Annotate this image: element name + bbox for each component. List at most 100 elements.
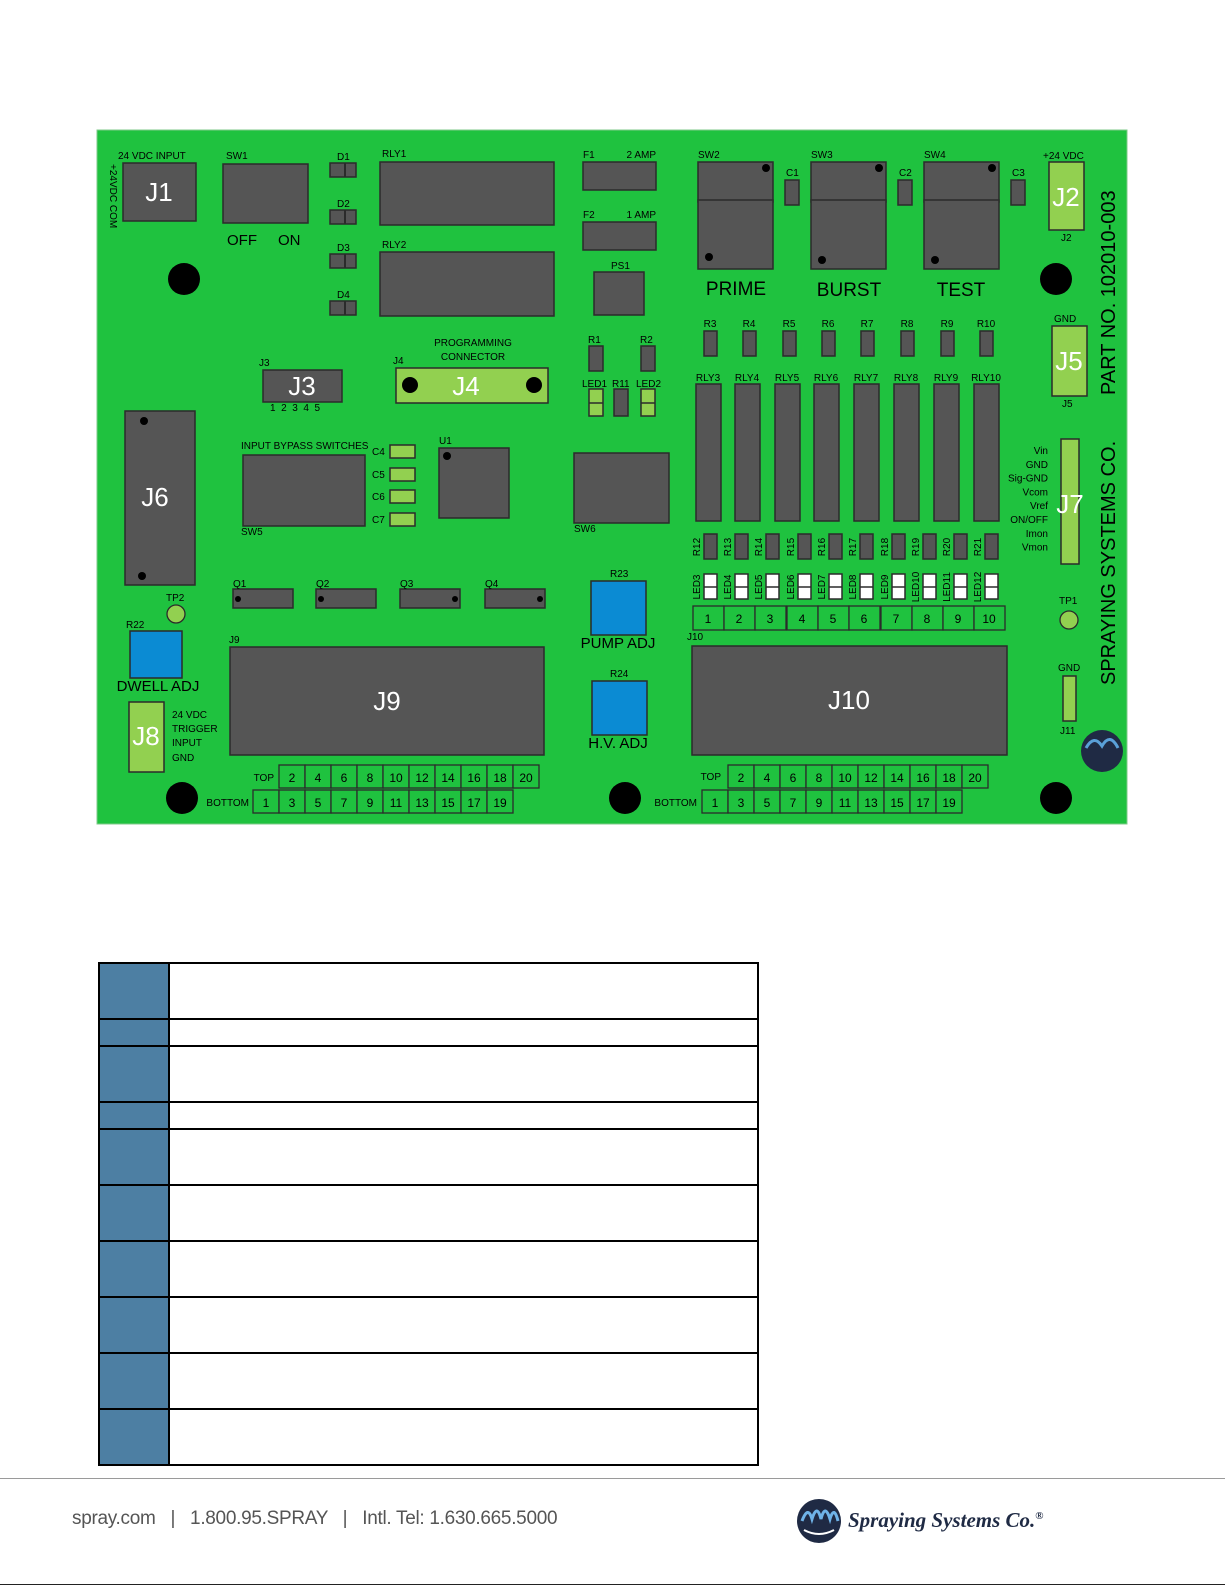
resistor-label: R15 bbox=[786, 537, 797, 556]
j7-pin-label: Vmon bbox=[1022, 543, 1048, 554]
mounting-hole bbox=[1040, 263, 1072, 295]
terminal-top: 14 bbox=[434, 764, 462, 789]
f2-label: F2 bbox=[583, 210, 595, 221]
terminal-number: 12 bbox=[864, 771, 878, 785]
j1-label: J1 bbox=[145, 177, 172, 207]
footer-website[interactable]: spray.com bbox=[72, 1508, 156, 1529]
resistor-top: R9 bbox=[940, 319, 955, 357]
j6-connector: J6 bbox=[124, 410, 196, 586]
j1-connector: J1 24 VDC INPUT +24VDC COM bbox=[107, 151, 197, 228]
legend-row bbox=[98, 1128, 759, 1186]
led1-label: LED1 bbox=[582, 379, 607, 390]
strip-number: 3 bbox=[767, 612, 774, 626]
j8-label: J8 bbox=[132, 721, 159, 751]
resistor-top: R4 bbox=[742, 319, 757, 357]
legend-key-cell bbox=[98, 1045, 170, 1103]
r1-label: R1 bbox=[588, 335, 601, 346]
terminal-number: 4 bbox=[315, 771, 322, 785]
switch-sw2: SW2 PRIME C1 bbox=[697, 150, 800, 300]
terminal-top: 6 bbox=[330, 764, 358, 789]
led: LED11 bbox=[942, 572, 968, 602]
j7-pin-label: Vin bbox=[1034, 446, 1048, 457]
capacitor-label: C7 bbox=[372, 515, 385, 526]
diode-label: D2 bbox=[337, 199, 350, 210]
strip-cell: 2 bbox=[723, 605, 756, 631]
sw6-switch: SW6 bbox=[573, 452, 670, 535]
legend-key-cell bbox=[98, 1018, 170, 1047]
terminal-bottom: 19 bbox=[486, 789, 514, 814]
diode-d2: D2 bbox=[329, 199, 357, 225]
r23-name: PUMP ADJ bbox=[581, 635, 656, 652]
transistor-label: Q2 bbox=[316, 579, 330, 590]
terminal-bottom: 9 bbox=[805, 789, 833, 814]
j7-pin-label: Vref bbox=[1030, 501, 1048, 512]
spraying-systems-logo-icon bbox=[797, 1499, 841, 1543]
terminal-number: 8 bbox=[816, 771, 823, 785]
resistor-label: R8 bbox=[901, 319, 914, 330]
led: LED8 bbox=[848, 573, 874, 600]
j9-label: J9 bbox=[373, 686, 400, 716]
relay-label: RLY7 bbox=[854, 373, 879, 384]
led: LED3 bbox=[692, 573, 718, 600]
f1-label: F1 bbox=[583, 150, 595, 161]
test-point-tp1: TP1 bbox=[1059, 596, 1079, 630]
j10-terminal-block: J10 J10 TOP BOTTOM 214365871091211141316… bbox=[654, 632, 1008, 814]
legend-key-cell bbox=[98, 962, 170, 1020]
j10-sub: J10 bbox=[687, 632, 704, 643]
resistor-top: R6 bbox=[821, 319, 836, 357]
terminal-bottom: 13 bbox=[857, 789, 885, 814]
terminal-top: 20 bbox=[512, 764, 540, 789]
resistor-bottom: R14 bbox=[754, 533, 780, 560]
led: LED5 bbox=[754, 573, 780, 600]
terminal-top: 12 bbox=[857, 764, 885, 789]
terminal-top: 14 bbox=[883, 764, 911, 789]
brand-registered-mark: ® bbox=[1035, 1510, 1044, 1522]
j4-programming-connector: J4 J4 PROGRAMMING CONNECTOR bbox=[393, 338, 549, 404]
j7-pin-label: ON/OFF bbox=[1010, 515, 1048, 526]
terminal-number: 10 bbox=[838, 771, 852, 785]
capacitor: C7 bbox=[372, 512, 416, 527]
transistor: Q2 bbox=[315, 579, 377, 609]
terminal-number: 13 bbox=[864, 796, 878, 810]
j8-line1: 24 VDC bbox=[172, 710, 207, 721]
j3-pin-numbers: 1 2 3 4 5 bbox=[270, 403, 320, 414]
terminal-bottom: 5 bbox=[304, 789, 332, 814]
relay-label: RLY9 bbox=[934, 373, 959, 384]
strip-cell: 3 bbox=[754, 605, 787, 631]
capacitor-label: C4 bbox=[372, 447, 385, 458]
legend-row bbox=[98, 1018, 759, 1047]
terminal-top: 8 bbox=[805, 764, 833, 789]
terminal-number: 15 bbox=[441, 796, 455, 810]
resistor-top: R8 bbox=[900, 319, 915, 357]
legend-key-cell bbox=[98, 1240, 170, 1298]
relay: RLY3 bbox=[695, 373, 722, 522]
transistor-label: Q4 bbox=[485, 579, 499, 590]
j8-line3: INPUT bbox=[172, 738, 202, 749]
legend-description-cell bbox=[168, 962, 759, 1020]
r11-label: R11 bbox=[612, 379, 630, 390]
capacitor: C6 bbox=[372, 489, 416, 504]
resistor-bottom: R20 bbox=[942, 533, 968, 560]
board-logo bbox=[1081, 730, 1123, 772]
j11-title: GND bbox=[1058, 663, 1080, 674]
led: LED6 bbox=[786, 573, 812, 600]
switch-sw3: SW3 BURST C2 bbox=[810, 150, 913, 301]
relay-rly2: RLY2 bbox=[379, 240, 555, 317]
resistor-bottom: R15 bbox=[786, 533, 812, 560]
r22-name: DWELL ADJ bbox=[117, 678, 200, 695]
legend-description-cell bbox=[168, 1128, 759, 1186]
j4-title: J4 bbox=[393, 356, 404, 367]
led2-label: LED2 bbox=[636, 379, 661, 390]
ps1-label: PS1 bbox=[611, 261, 630, 272]
circuit-board-diagram: .comp{fill:#555555;stroke:#2b2b2b;stroke… bbox=[96, 129, 1128, 825]
diodes: D1 D2 D3 D4 bbox=[329, 152, 357, 316]
j5-connector: J5 GND J5 bbox=[1051, 314, 1088, 410]
legend-table bbox=[98, 962, 759, 1466]
led-label: LED7 bbox=[817, 574, 828, 599]
terminal-number: 6 bbox=[341, 771, 348, 785]
